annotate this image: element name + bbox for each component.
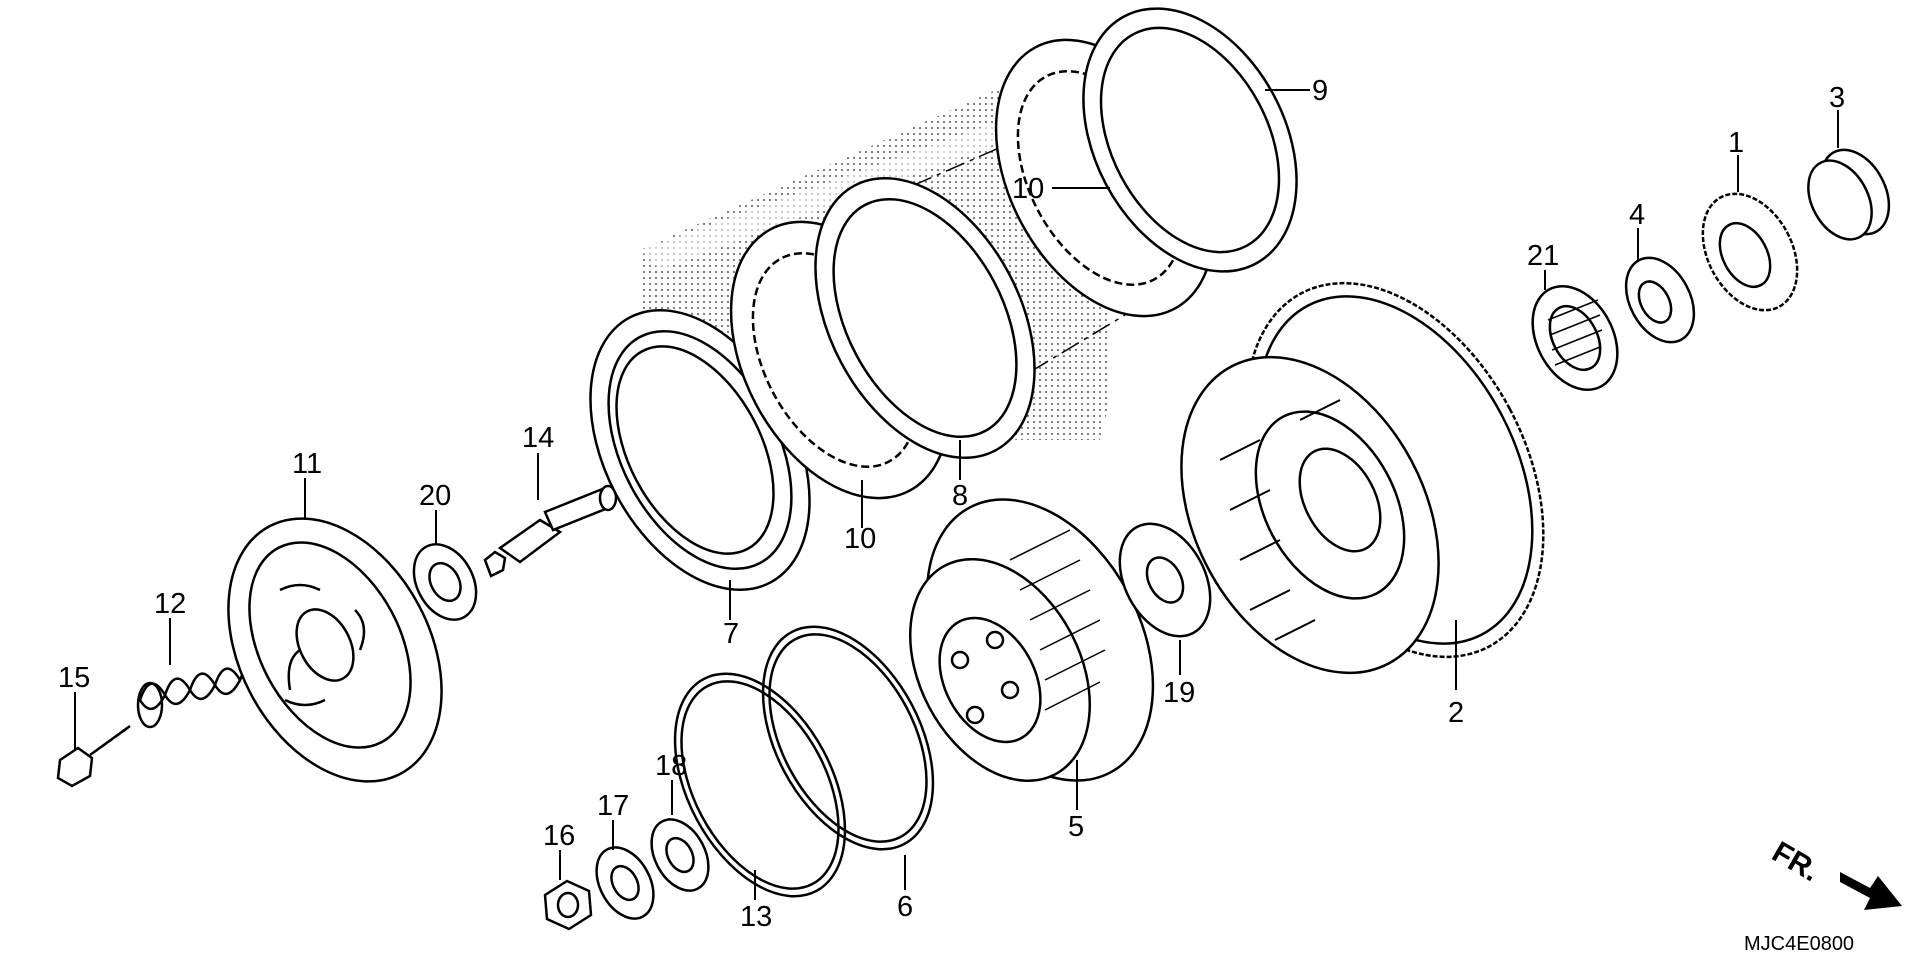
callout-4: 4 (1629, 199, 1645, 231)
callout-7: 7 (723, 618, 739, 650)
callout-17: 17 (597, 790, 629, 822)
bushing-part (1624, 256, 1696, 344)
friction-disc-8-part (814, 177, 1036, 459)
judder-spring-part (673, 672, 847, 898)
lock-washer-part (595, 846, 655, 920)
friction-disc-9-part (1082, 7, 1298, 273)
collar-part (1807, 148, 1891, 241)
callout-10-upper: 10 (1012, 173, 1044, 205)
callout-14: 14 (522, 422, 554, 454)
callout-18: 18 (655, 750, 687, 782)
fr-arrow-icon (1840, 872, 1902, 910)
callouts: 1 2 3 4 5 6 7 8 9 10 10 11 12 13 14 15 1… (58, 75, 1845, 933)
clutch-spring-part (136, 665, 261, 729)
callout-6: 6 (897, 891, 913, 923)
callout-9: 9 (1312, 75, 1328, 107)
pressure-plate-part (227, 517, 443, 783)
callout-11: 11 (292, 448, 322, 480)
lifter-piece-part (483, 484, 618, 578)
outer-thrust-washer-part (1118, 522, 1212, 638)
clutch-center-part (908, 498, 1155, 783)
callout-8: 8 (952, 480, 968, 512)
callout-19: 19 (1163, 677, 1195, 709)
needle-bearing-part (1531, 285, 1619, 391)
callout-5: 5 (1068, 811, 1084, 843)
lifter-ring-part (1701, 192, 1799, 312)
callout-21: 21 (1527, 240, 1559, 272)
fr-label: FR. (1767, 835, 1825, 888)
callout-2: 2 (1448, 697, 1464, 729)
callout-12: 12 (154, 588, 186, 620)
callout-15: 15 (58, 662, 90, 694)
callout-13: 13 (740, 901, 772, 933)
callout-1: 1 (1728, 127, 1744, 159)
diagram-code: MJC4E0800 (1744, 933, 1854, 955)
callout-16: 16 (543, 820, 575, 852)
leader-lines (74, 89, 1839, 900)
spring-seat-ring-part (761, 625, 935, 851)
front-direction-indicator: FR. (1767, 835, 1902, 910)
ball-bearing-part (412, 543, 478, 621)
lock-nut-part (543, 879, 593, 931)
callout-10-lower: 10 (844, 523, 876, 555)
callout-20: 20 (419, 480, 451, 512)
callout-3: 3 (1829, 82, 1845, 114)
clutch-outer-part (1180, 281, 1545, 675)
thrust-washer-part (650, 818, 710, 892)
flange-bolt-part (56, 724, 131, 788)
